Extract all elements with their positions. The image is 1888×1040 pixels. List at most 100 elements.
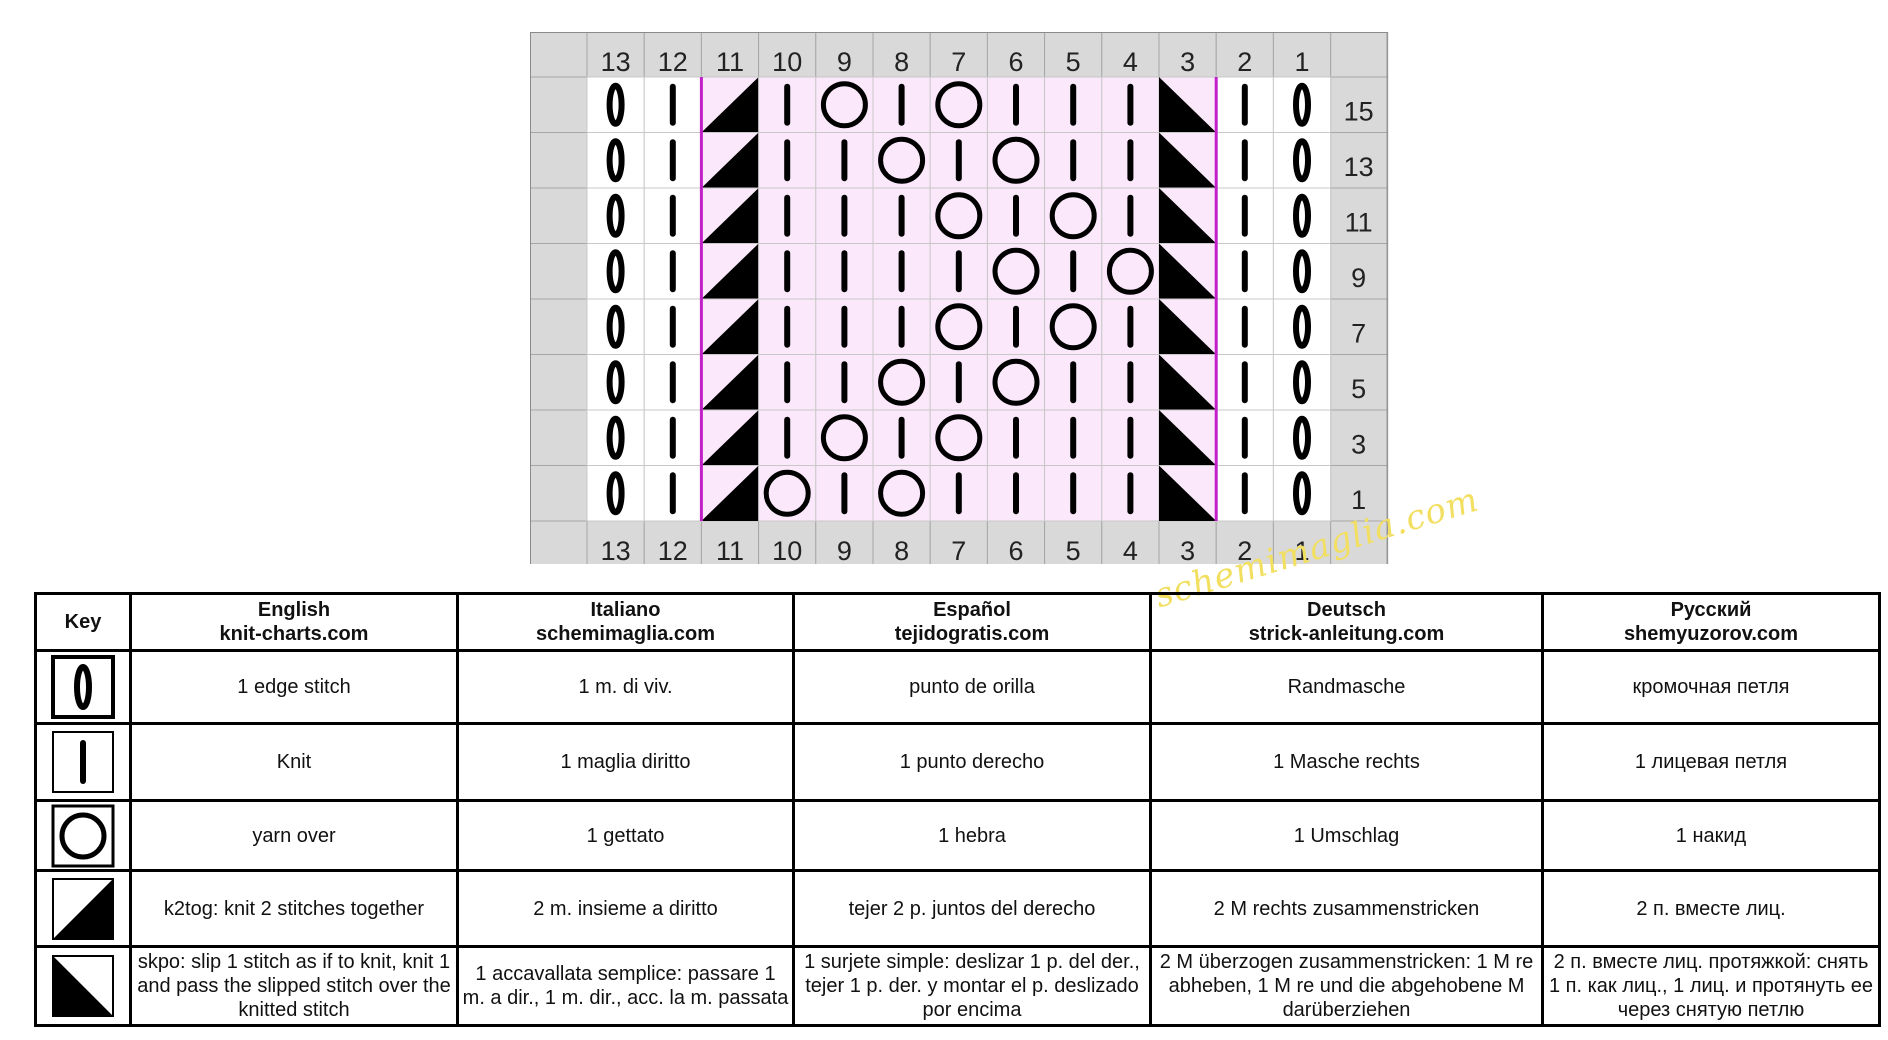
key-symbol-cell [34, 649, 132, 725]
key-row-edge: 1 edge stitch 1 m. di viv. punto de oril… [34, 649, 1881, 725]
row-number: 3 [1351, 430, 1366, 460]
key-symbol-cell [34, 799, 132, 872]
knit-stitch-icon [52, 731, 114, 793]
col-header-cell [1272, 32, 1332, 78]
edge-symbol [1293, 471, 1311, 516]
key-text-german: 1 Umschlag [1149, 799, 1544, 872]
k2tog-symbol [701, 299, 759, 355]
column-number-bottom: 6 [1008, 536, 1023, 564]
column-number-top: 6 [1008, 47, 1023, 77]
edge-symbol [606, 193, 625, 238]
key-text-spanish: 1 surjete simple: deslizar 1 p. del der.… [792, 945, 1152, 1027]
gutter-cell [530, 76, 588, 133]
edge-symbol [1293, 360, 1311, 405]
key-text-english: Knit [129, 722, 459, 802]
lang-site: tejidogratis.com [894, 623, 1050, 645]
key-text-spanish: punto de orilla [792, 649, 1152, 725]
key-row-skpo: skpo: slip 1 stitch as if to knit, knit … [34, 945, 1881, 1027]
column-number-bottom: 8 [894, 536, 909, 564]
k2tog-icon [52, 877, 114, 940]
key-text-russian: 1 лицевая петля [1541, 722, 1881, 802]
key-text-russian: 1 накид [1541, 799, 1881, 872]
yo-symbol [992, 136, 1040, 184]
edge-symbol [1293, 193, 1311, 238]
column-number-bottom: 4 [1123, 536, 1138, 564]
gutter-cell [530, 298, 588, 355]
column-number-bottom: 12 [658, 536, 688, 564]
col-header-cell [929, 32, 988, 78]
edge-symbol [606, 138, 625, 183]
edge-stitch-icon [51, 655, 115, 719]
column-number-bottom: 10 [772, 536, 802, 564]
gutter-cell [530, 243, 588, 300]
column-number-bottom: 5 [1066, 536, 1081, 564]
yo-symbol [878, 469, 926, 517]
column-number-top: 9 [837, 47, 852, 77]
key-text-english: 1 edge stitch [129, 649, 459, 725]
column-number-bottom: 1 [1294, 536, 1309, 564]
col-header-cell [700, 32, 760, 78]
edge-symbol [606, 360, 625, 405]
yo-symbol [1049, 303, 1097, 351]
column-number-bottom: 2 [1237, 536, 1252, 564]
yo-symbol [878, 136, 926, 184]
key-text-italian: 1 m. di viv. [456, 649, 795, 725]
chart-border [530, 32, 1388, 564]
skpo-icon [52, 955, 114, 1017]
lang-name: Italiano [590, 599, 661, 621]
column-number-top: 8 [894, 47, 909, 77]
column-number-top: 2 [1237, 47, 1252, 77]
yo-symbol [935, 414, 983, 462]
row-number-cell [1330, 298, 1389, 355]
row-number-cell [1330, 76, 1389, 133]
key-text-english: yarn over [129, 799, 459, 872]
row-number-cell [1330, 132, 1389, 189]
key-text-italian: 1 gettato [456, 799, 795, 872]
col-header-cell [1044, 32, 1103, 78]
lang-name: Deutsch [1307, 599, 1386, 621]
col-header-cell [815, 32, 874, 78]
lang-name: English [257, 599, 331, 621]
col-footer-cell [815, 520, 874, 564]
k2tog-symbol [701, 188, 759, 244]
lang-site: schemimaglia.com [536, 623, 715, 645]
col-footer-cell [1272, 520, 1332, 564]
yo-symbol [820, 414, 868, 462]
col-header-cell [986, 32, 1046, 78]
edge-symbol [606, 249, 625, 294]
column-number-top: 3 [1180, 47, 1195, 77]
k2tog-symbol [701, 465, 759, 521]
row-number: 1 [1351, 485, 1366, 515]
k2tog-symbol [701, 410, 759, 466]
gutter-cell [530, 409, 588, 466]
key-text-german: Randmasche [1149, 649, 1544, 725]
lang-site: shemyuzorov.com [1623, 623, 1799, 645]
k2tog-symbol [701, 354, 759, 410]
col-header-cell [1101, 32, 1160, 78]
key-text-german: 1 Masche rechts [1149, 722, 1544, 802]
yo-symbol [820, 81, 868, 129]
lang-name: Español [933, 599, 1011, 621]
key-text-german: 2 M rechts zusammenstricken [1149, 869, 1544, 948]
key-text-german: 2 M überzogen zusammenstricken: 1 M re a… [1149, 945, 1544, 1027]
key-row-knit: Knit 1 maglia diritto 1 punto derecho 1 … [34, 722, 1881, 802]
k2tog-symbol [701, 243, 759, 299]
gutter-cell [530, 187, 588, 244]
yo-symbol [1049, 192, 1097, 240]
edge-symbol [606, 415, 625, 460]
yarn-over-icon [51, 804, 115, 867]
column-number-bottom: 11 [716, 536, 744, 564]
key-row-yarn-over: yarn over 1 gettato 1 hebra 1 Umschlag 1… [34, 799, 1881, 872]
yo-symbol [935, 192, 983, 240]
col-footer-cell [1215, 520, 1274, 564]
row-number-cell [1330, 409, 1389, 466]
column-number-bottom: 13 [601, 536, 631, 564]
col-footer-cell [1101, 520, 1160, 564]
edge-symbol [606, 82, 625, 127]
lang-site: strick-anleitung.com [1248, 623, 1445, 645]
yo-symbol [992, 247, 1040, 295]
